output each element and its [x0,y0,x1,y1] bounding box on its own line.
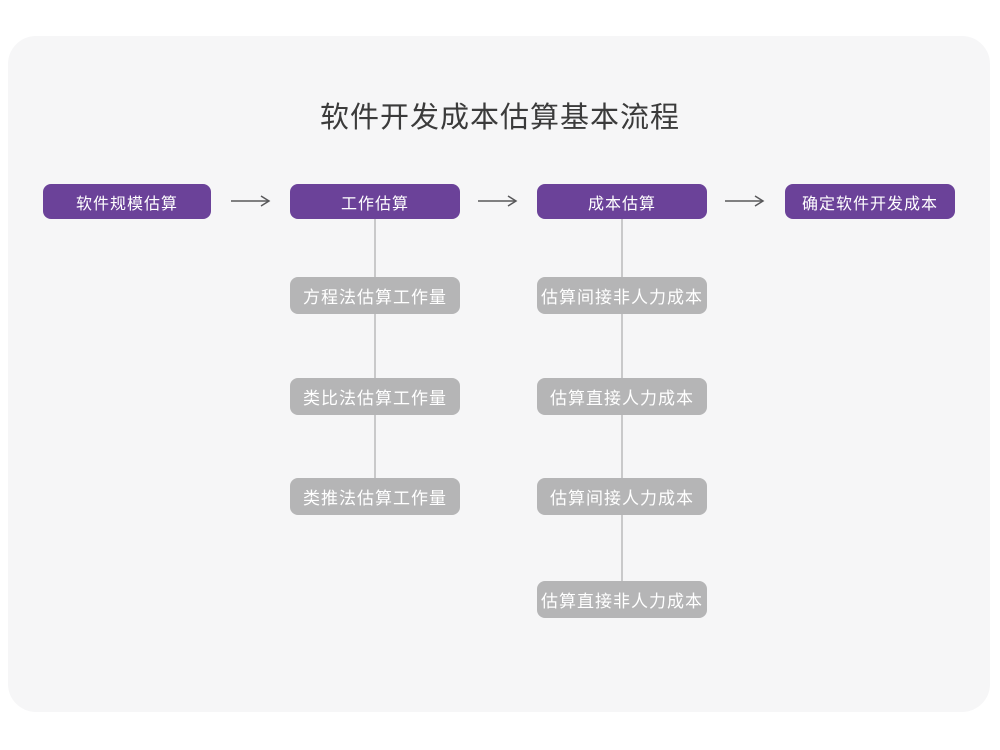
substep-box-analogy-method: 类比法估算工作量 [290,378,460,415]
stage-box-software-scale-estimation: 软件规模估算 [43,184,211,219]
substep-box-direct-labor-cost: 估算直接人力成本 [537,378,707,415]
substep-box-indirect-non-labor-cost: 估算间接非人力成本 [537,277,707,314]
stage-box-determine-development-cost: 确定软件开发成本 [785,184,955,219]
arrow-right-icon [725,195,765,207]
substep-box-extrapolation-method: 类推法估算工作量 [290,478,460,515]
substep-box-equation-method: 方程法估算工作量 [290,277,460,314]
stage-box-cost-estimation: 成本估算 [537,184,707,219]
substep-box-direct-non-labor-cost: 估算直接非人力成本 [537,581,707,618]
stage-box-work-estimation: 工作估算 [290,184,460,219]
page-title: 软件开发成本估算基本流程 [319,102,680,134]
flowchart-card [8,36,990,712]
connector-line-work-estimation [374,219,376,497]
substep-box-indirect-labor-cost: 估算间接人力成本 [537,478,707,515]
arrow-right-icon [231,195,271,207]
arrow-right-icon [478,195,518,207]
